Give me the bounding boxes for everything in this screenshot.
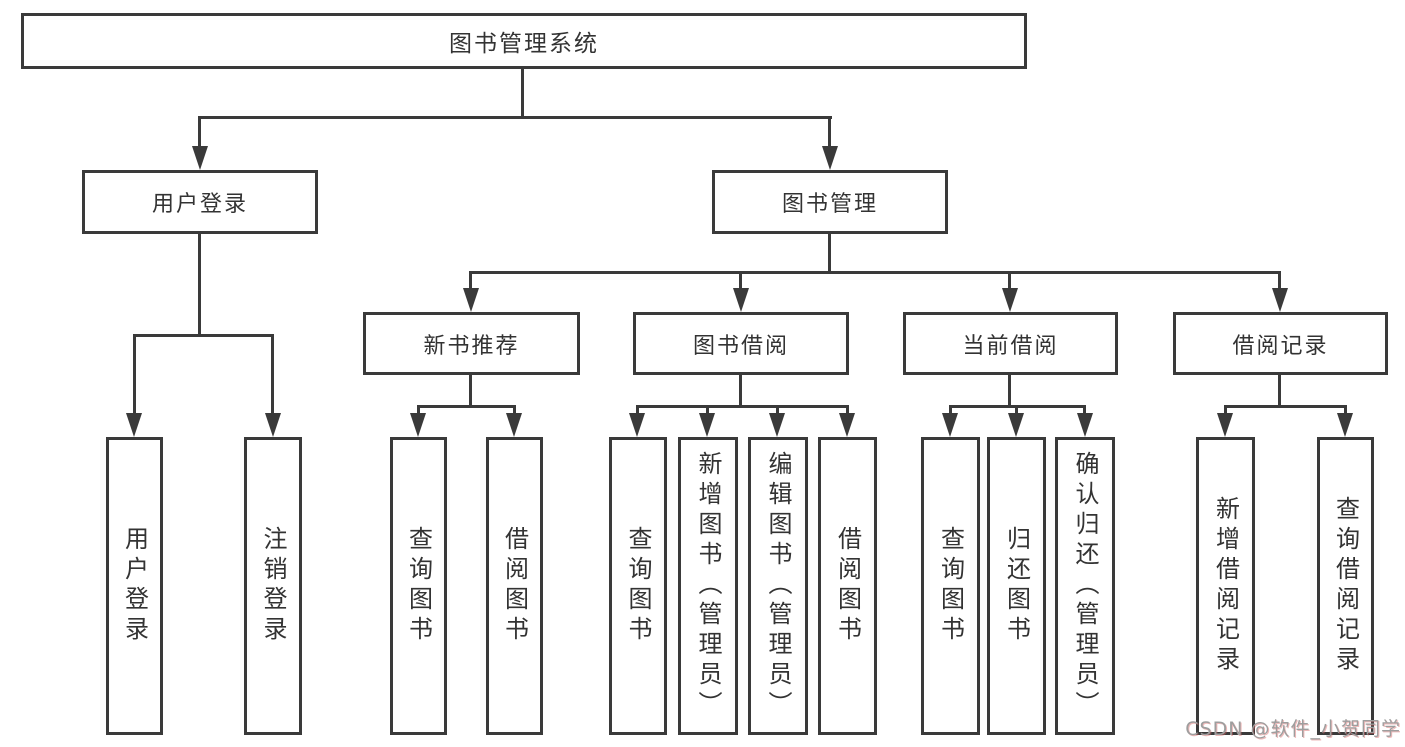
connector-line [417,407,420,415]
node-leaf-query-borrow-record: 查询借阅记录 [1317,437,1374,735]
node-root: 图书管理系统 [21,13,1027,69]
arrow-down-icon [1077,413,1093,437]
connector-line [1015,407,1018,415]
node-leaf-edit-book-admin: 编辑图书（管理员） [748,437,808,735]
node-leaf-query-borrow-record-label: 查询借阅记录 [1331,496,1360,676]
connector-line [133,334,274,337]
node-leaf-add-borrow-record-label: 新增借阅记录 [1211,496,1240,676]
connector-line [828,118,831,148]
connector-line [846,407,849,415]
node-leaf-query-books-1-label: 查询图书 [404,526,433,646]
connector-line [513,407,516,415]
arrow-down-icon [265,413,281,437]
node-leaf-logout-label: 注销登录 [259,526,287,646]
arrow-down-icon [769,413,785,437]
node-leaf-query-books-2: 查询图书 [609,437,667,735]
arrow-down-icon [1272,288,1288,312]
node-leaf-user-login-label: 用户登录 [120,526,149,646]
node-book-borrow-label: 图书借阅 [692,333,789,359]
node-leaf-confirm-return-admin: 确认归还（管理员） [1055,437,1115,735]
arrow-down-icon [463,288,479,312]
node-new-book-recommend-label: 新书推荐 [423,333,520,359]
node-book-borrow: 图书借阅 [633,312,849,375]
connector-line [1224,405,1347,408]
connector-line [1083,407,1086,415]
watermark: CSDN @软件_小贺同学 [1185,718,1401,740]
node-leaf-borrow-books-2-label: 借阅图书 [833,526,862,646]
node-leaf-add-borrow-record: 新增借阅记录 [1196,437,1255,735]
arrow-down-icon [822,146,838,170]
arrow-down-icon [192,146,208,170]
node-current-borrow-label: 当前借阅 [962,333,1059,359]
arrow-down-icon [1217,413,1233,437]
connector-line [1278,375,1281,407]
connector-line [198,234,201,336]
node-leaf-user-login: 用户登录 [106,437,163,735]
node-book-management: 图书管理 [712,170,948,234]
node-borrow-records-label: 借阅记录 [1232,333,1329,359]
node-leaf-query-books-3-label: 查询图书 [936,526,965,646]
connector-line [1224,407,1227,415]
connector-line [521,69,524,118]
arrow-down-icon [126,413,142,437]
connector-line [636,405,849,408]
connector-line [776,407,779,415]
node-borrow-records: 借阅记录 [1173,312,1388,375]
connector-line [706,407,709,415]
connector-line [828,234,831,273]
node-leaf-query-books-2-label: 查询图书 [624,526,652,646]
arrow-down-icon [942,413,958,437]
connector-line [198,118,201,148]
arrow-down-icon [1337,413,1353,437]
connector-line [1344,407,1347,415]
node-leaf-edit-book-admin-label: 编辑图书（管理员） [764,451,792,721]
node-current-borrow: 当前借阅 [903,312,1118,375]
arrow-down-icon [733,288,749,312]
node-leaf-borrow-books-1: 借阅图书 [486,437,543,735]
arrow-down-icon [839,413,855,437]
node-leaf-add-book-admin: 新增图书（管理员） [678,437,738,735]
arrow-down-icon [699,413,715,437]
arrow-down-icon [629,413,645,437]
connector-line [739,273,742,290]
node-book-management-label: 图书管理 [781,192,878,217]
connector-line [469,271,1281,274]
connector-line [133,336,136,413]
connector-line [636,407,639,415]
node-new-book-recommend: 新书推荐 [363,312,580,375]
node-leaf-return-book: 归还图书 [987,437,1046,735]
arrow-down-icon [1002,288,1018,312]
connector-line [469,375,472,407]
connector-line [469,273,472,290]
connector-line [739,375,742,407]
connector-line [271,336,274,413]
node-user-login: 用户登录 [82,170,318,234]
node-user-login-label: 用户登录 [151,192,248,217]
arrow-down-icon [1008,413,1024,437]
node-leaf-logout: 注销登录 [244,437,302,735]
connector-line [1008,375,1011,407]
node-root-label: 图书管理系统 [449,31,599,57]
node-leaf-borrow-books-2: 借阅图书 [818,437,877,735]
connector-line [949,407,952,415]
connector-line [1278,273,1281,290]
node-leaf-borrow-books-1-label: 借阅图书 [500,526,529,646]
node-leaf-add-book-admin-label: 新增图书（管理员） [694,451,722,721]
node-leaf-query-books-1: 查询图书 [390,437,447,735]
node-leaf-confirm-return-admin-label: 确认归还（管理员） [1071,451,1099,721]
node-leaf-query-books-3: 查询图书 [921,437,980,735]
connector-line [417,405,516,408]
connector-line [198,116,832,119]
arrow-down-icon [506,413,522,437]
arrow-down-icon [410,413,426,437]
connector-line [1008,273,1011,290]
connector-line [949,405,1086,408]
node-leaf-return-book-label: 归还图书 [1002,526,1031,646]
